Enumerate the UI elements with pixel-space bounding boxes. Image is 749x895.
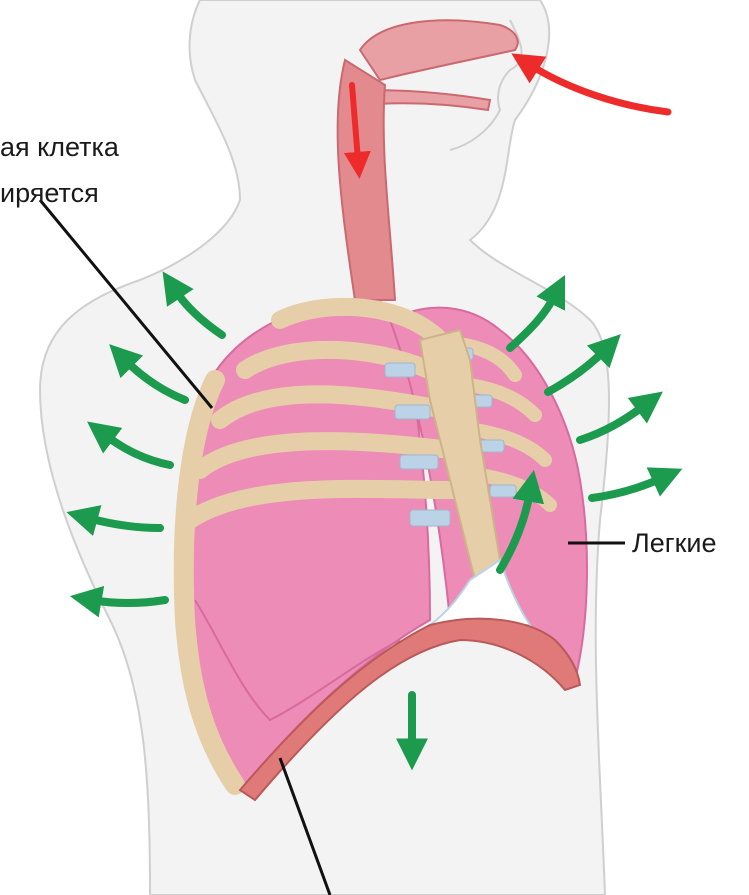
chest-label-line-2: иряется [0, 180, 99, 207]
cartilage-1 [385, 363, 415, 377]
cartilage-4 [410, 510, 450, 526]
inhale-arrow-icon [530, 65, 668, 112]
cartilage-8 [490, 485, 516, 497]
chest-label-line-1: ая клетка [0, 134, 119, 161]
cartilage-7 [480, 440, 504, 452]
lungs-label: Легкие [632, 530, 717, 557]
expansion-arrow-icon [92, 600, 165, 603]
cartilage-2 [395, 405, 430, 419]
cartilage-3 [400, 455, 438, 469]
